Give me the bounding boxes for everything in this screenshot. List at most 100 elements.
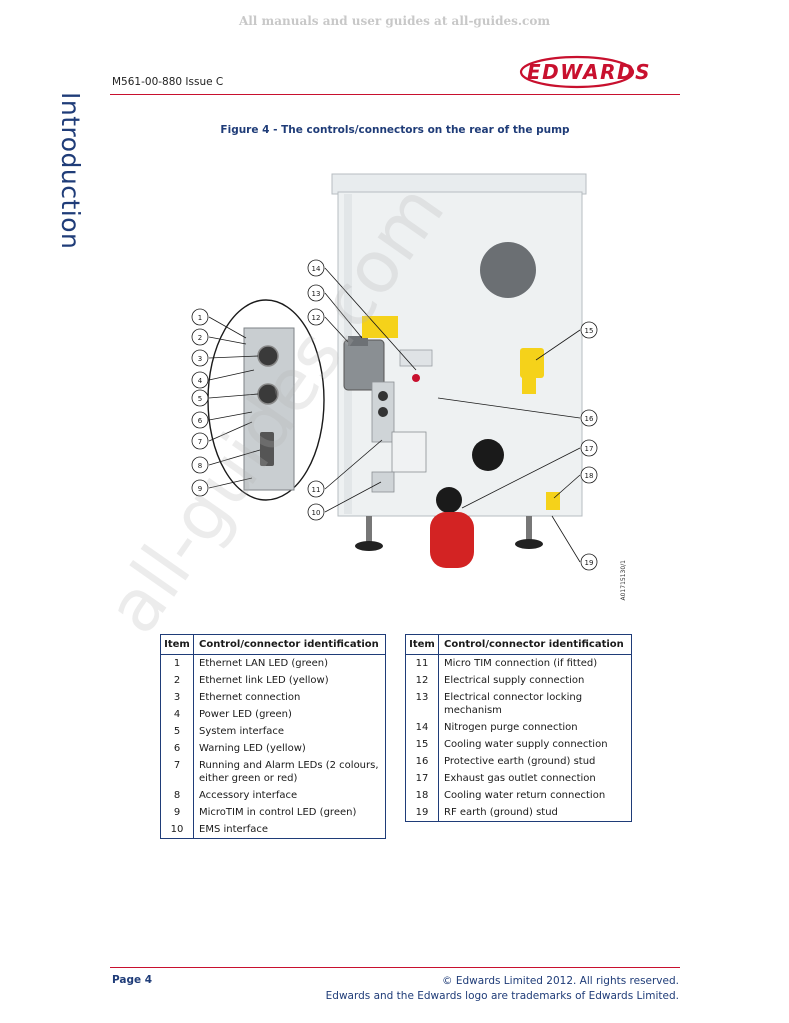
header-item: Item bbox=[406, 635, 439, 655]
svg-text:17: 17 bbox=[585, 445, 594, 453]
svg-text:19: 19 bbox=[585, 559, 594, 567]
callout-4: 4 bbox=[191, 371, 209, 389]
foot-left bbox=[355, 541, 383, 551]
row-text: Cooling water supply connection bbox=[444, 739, 608, 750]
panel-connector-b bbox=[378, 407, 388, 417]
row-item: 6 bbox=[161, 740, 194, 757]
callouts: 1 2 3 4 5 6 7 8 9 10 11 12 13 14 15 16 1… bbox=[191, 259, 598, 571]
header-identification: Control/connector identification bbox=[193, 635, 385, 655]
callout-6: 6 bbox=[191, 411, 209, 429]
row-text: Cooling water return connection bbox=[444, 790, 606, 801]
page-number: Page 4 bbox=[112, 974, 153, 986]
row-text: Ethernet connection bbox=[199, 692, 301, 703]
water-return-valve bbox=[546, 492, 560, 510]
row-text: Nitrogen purge connection bbox=[444, 722, 578, 733]
row-item: 7 bbox=[161, 757, 194, 787]
table-row: 19 RF earth (ground) stud bbox=[406, 804, 631, 821]
table-left-header: Item Control/connector identification bbox=[161, 635, 385, 655]
top-watermark: All manuals and user guides at all-guide… bbox=[238, 14, 551, 28]
foot-right bbox=[515, 539, 543, 549]
row-text: Electrical supply connection bbox=[444, 675, 585, 686]
svg-text:7: 7 bbox=[198, 438, 202, 446]
copyright-line-1: © Edwards Limited 2012. All rights reser… bbox=[442, 975, 679, 987]
callout-9: 9 bbox=[191, 479, 209, 497]
cabinet-top bbox=[331, 173, 587, 195]
row-item: 5 bbox=[161, 723, 194, 740]
header-item: Item bbox=[161, 635, 194, 655]
edwards-logo: EDWARDS bbox=[519, 55, 651, 89]
connector-clamp bbox=[348, 336, 368, 346]
table-right-header: Item Control/connector identification bbox=[406, 635, 631, 655]
svg-text:2: 2 bbox=[198, 334, 202, 342]
label-plate bbox=[391, 431, 427, 473]
row-item: 8 bbox=[161, 787, 194, 804]
row-text: Running and Alarm LEDs (2 colours, eithe… bbox=[199, 760, 379, 784]
callout-17: 17 bbox=[580, 439, 598, 457]
callout-11: 11 bbox=[307, 480, 325, 498]
row-text: Power LED (green) bbox=[199, 709, 292, 720]
row-text: Protective earth (ground) stud bbox=[444, 756, 596, 767]
svg-text:4: 4 bbox=[198, 377, 203, 385]
row-item: 16 bbox=[406, 753, 439, 770]
row-text: EMS interface bbox=[199, 824, 269, 835]
microtim-box bbox=[371, 471, 395, 493]
exhaust-port bbox=[436, 487, 462, 513]
svg-text:9: 9 bbox=[198, 485, 202, 493]
callout-16: 16 bbox=[580, 409, 598, 427]
purge-plate bbox=[399, 349, 433, 367]
row-item: 15 bbox=[406, 736, 439, 753]
svg-text:16: 16 bbox=[585, 415, 594, 423]
row-item: 13 bbox=[406, 689, 439, 719]
logo-text: EDWARDS bbox=[527, 60, 651, 84]
callout-7: 7 bbox=[191, 432, 209, 450]
header-rule bbox=[110, 94, 680, 95]
row-text: RF earth (ground) stud bbox=[444, 807, 558, 818]
row-text: Electrical connector locking mechanism bbox=[444, 692, 583, 716]
water-supply-handle bbox=[522, 368, 536, 394]
svg-text:5: 5 bbox=[198, 395, 202, 403]
table-row: 17 Exhaust gas outlet connection bbox=[406, 770, 631, 787]
row-item: 17 bbox=[406, 770, 439, 787]
callout-19: 19 bbox=[580, 553, 598, 571]
copyright: © Edwards Limited 2012. All rights reser… bbox=[326, 974, 679, 1004]
upper-port bbox=[480, 242, 536, 298]
svg-text:8: 8 bbox=[198, 462, 202, 470]
svg-text:18: 18 bbox=[585, 472, 594, 480]
exhaust-silencer bbox=[430, 512, 474, 568]
purge-fitting bbox=[412, 374, 420, 382]
row-item: 12 bbox=[406, 672, 439, 689]
callout-18: 18 bbox=[580, 466, 598, 484]
panel-connector-a bbox=[378, 391, 388, 401]
svg-text:14: 14 bbox=[312, 265, 321, 273]
row-item: 2 bbox=[161, 672, 194, 689]
callout-15: 15 bbox=[580, 321, 598, 339]
table-row: 16 Protective earth (ground) stud bbox=[406, 753, 631, 770]
svg-text:12: 12 bbox=[312, 314, 321, 322]
table-right-grid: Item Control/connector identification 11… bbox=[406, 635, 631, 821]
row-item: 1 bbox=[161, 654, 194, 672]
row-text: Accessory interface bbox=[199, 790, 298, 801]
svg-text:11: 11 bbox=[312, 486, 321, 494]
callout-13: 13 bbox=[307, 284, 325, 302]
section-title: Introduction bbox=[56, 92, 85, 250]
callout-2: 2 bbox=[191, 328, 209, 346]
row-item: 11 bbox=[406, 654, 439, 672]
row-text: Exhaust gas outlet connection bbox=[444, 773, 596, 784]
callout-3: 3 bbox=[191, 349, 209, 367]
lower-port bbox=[472, 439, 504, 471]
svg-text:10: 10 bbox=[312, 509, 321, 517]
table-row: 8 Accessory interface bbox=[161, 787, 385, 804]
row-item: 19 bbox=[406, 804, 439, 821]
svg-text:1: 1 bbox=[198, 314, 202, 322]
callout-5: 5 bbox=[191, 389, 209, 407]
row-text: Ethernet link LED (yellow) bbox=[199, 675, 329, 686]
callout-14: 14 bbox=[307, 259, 325, 277]
svg-text:15: 15 bbox=[585, 327, 594, 335]
